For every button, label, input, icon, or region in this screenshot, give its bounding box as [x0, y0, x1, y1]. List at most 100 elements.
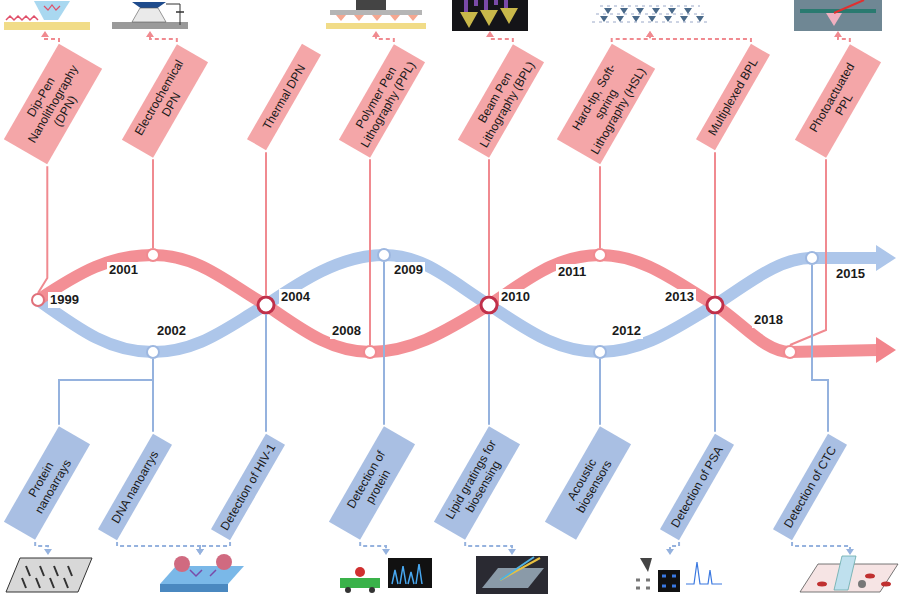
box-label: Detection of CTC: [779, 441, 840, 533]
signal-peaks: [392, 564, 422, 584]
spectrum: [686, 562, 722, 584]
arrowhead: [486, 31, 494, 37]
tip-array: [600, 8, 704, 22]
leader-line: [599, 166, 601, 248]
box-label: Photoactuated PPL: [801, 51, 874, 150]
wheel: [345, 587, 351, 593]
box-label: Protein nanoarrays: [10, 434, 83, 533]
year-label: 2012: [610, 323, 643, 339]
dashed-arrow: [117, 542, 200, 549]
year-label: 1999: [48, 292, 81, 308]
box-label: Thermal DPN: [253, 51, 314, 143]
meniscus: [132, 8, 166, 22]
dashed-arrow: [465, 542, 512, 549]
signal-panel: [388, 558, 432, 588]
leader-line: [369, 159, 371, 345]
leader-line: [714, 152, 716, 296]
fluorescence-panel: [658, 570, 680, 592]
year-label: 2001: [107, 262, 140, 278]
blue-arrowhead: [876, 245, 896, 271]
year-label: 2010: [499, 289, 532, 305]
antibody: [190, 570, 216, 576]
psa-figure: [636, 558, 722, 592]
box-label: DNA nanoarrys: [104, 441, 165, 533]
arrowhead: [41, 31, 49, 37]
pyramid-array: [460, 8, 518, 28]
year-label: 2018: [752, 312, 785, 328]
protein-detection-figure: [340, 558, 432, 593]
photoactuated-figure: [794, 0, 882, 31]
arrowhead: [146, 31, 154, 37]
protein: [355, 567, 365, 577]
year-label: 2008: [330, 323, 363, 339]
glass-slide: [330, 10, 422, 15]
substrate: [4, 22, 90, 30]
laser-beam: [834, 0, 864, 13]
application-box: Protein nanoarrays: [4, 427, 90, 540]
arrowhead: [646, 31, 654, 37]
photo-ground: [452, 0, 528, 31]
protein-array-figure: [6, 558, 92, 592]
year-dot: [806, 252, 818, 264]
dashed-arrow: [792, 542, 850, 549]
box-label: Hard-tip, Soft-spring Lithography (HSL): [563, 51, 648, 157]
application-box: Detection of protein: [329, 427, 415, 540]
year-label: 2011: [556, 264, 588, 280]
ctc-figure: [800, 556, 898, 592]
crossing-dot: [481, 297, 497, 313]
lithography-box: Multiplexed BPL: [696, 44, 770, 150]
dashed-arrow: [490, 37, 513, 42]
lithography-box: Dip-Pen Nanolithography (DPN): [4, 44, 102, 164]
year-dot: [364, 346, 376, 358]
year-dot: [147, 346, 159, 358]
lithography-box: Thermal DPN: [247, 44, 321, 150]
leader-line: [812, 265, 828, 432]
dashed-arrow: [45, 37, 59, 42]
photo-ground: [794, 0, 882, 31]
ink-molecules: [6, 16, 38, 20]
arrowhead: [382, 549, 390, 555]
application-box: Detection of PSA: [660, 434, 734, 540]
leader-line: [383, 262, 385, 425]
crossing-dot: [707, 297, 723, 313]
lithography-box: Electrochemical DPN: [122, 44, 208, 157]
application-box: Detection of CTC: [773, 434, 847, 540]
protein-spots: [22, 566, 72, 588]
blue-ribbon: [38, 255, 878, 352]
bpl-figure: [452, 0, 528, 31]
year-label: 2004: [279, 289, 312, 305]
year-dot: [378, 249, 390, 261]
leader-line: [488, 314, 490, 425]
application-box: Lipid gratings for biosensing: [434, 427, 520, 540]
substrate: [112, 22, 188, 29]
dashed-arrow: [360, 542, 386, 549]
leader-line: [714, 314, 716, 432]
box-label: Polymer Pen Lithography (PPL): [345, 51, 418, 150]
arrowhead: [646, 31, 654, 37]
cell: [865, 574, 875, 579]
substrate: [326, 23, 426, 29]
red-arrowhead: [876, 337, 896, 363]
box-label: Detection of protein: [335, 434, 408, 533]
spring-array: [592, 6, 708, 22]
arrowhead: [44, 549, 52, 555]
dashed-arrow: [670, 542, 679, 549]
box-label: Detection of HIV-1: [217, 441, 278, 533]
electrochemical-figure: [112, 2, 188, 29]
box-label: Electrochemical DPN: [128, 51, 201, 150]
dashed-arrow: [376, 37, 394, 42]
cell: [817, 582, 827, 587]
lipid-grating-figure: [476, 556, 548, 594]
arrowhead: [666, 549, 674, 555]
arrowhead: [846, 549, 854, 555]
cell: [881, 582, 891, 587]
arrowhead: [508, 549, 516, 555]
red-ribbon: [38, 255, 878, 352]
pen-tip: [826, 13, 842, 26]
leader-line: [152, 159, 154, 248]
box-label: Dip-Pen Nanolithography (DPN): [10, 51, 95, 157]
wheel: [369, 587, 375, 593]
pen-tip: [34, 1, 70, 20]
nanoparticle: [216, 554, 232, 570]
application-box: Detection of HIV-1: [211, 434, 285, 540]
